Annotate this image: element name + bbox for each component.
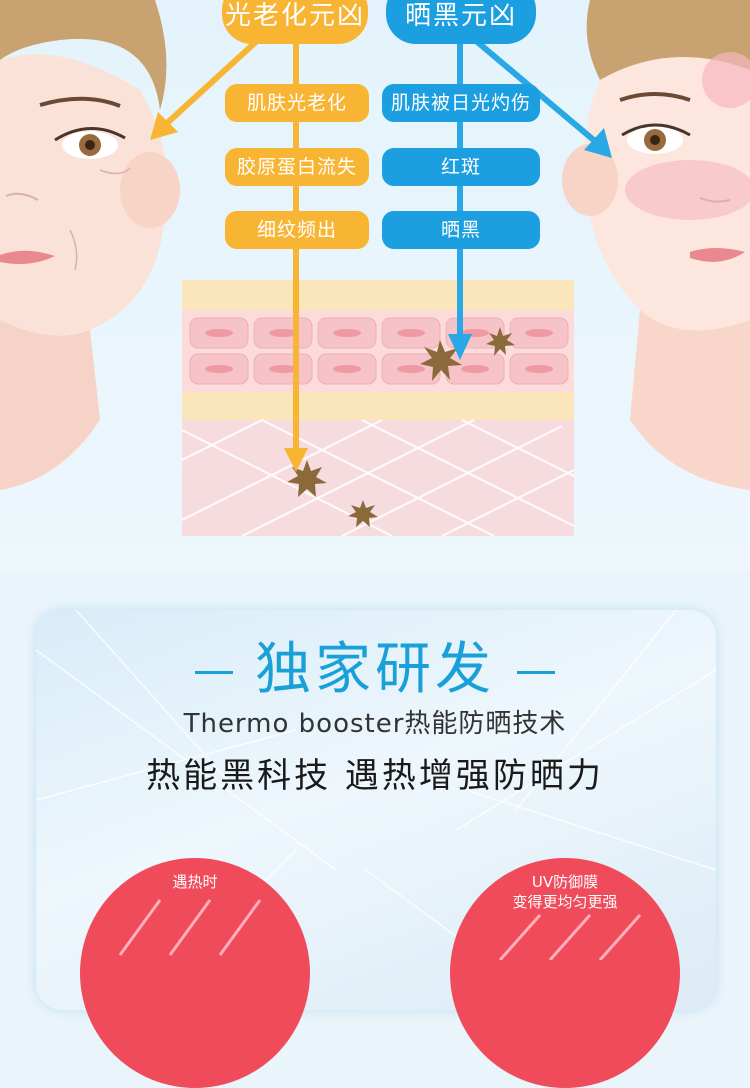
right-item-2: 红斑	[382, 148, 540, 186]
title-dash-left	[195, 671, 233, 675]
left-item-1: 肌肤光老化	[225, 84, 369, 122]
uv-circle-label-1: UV防御膜	[531, 873, 599, 891]
left-item-3: 细纹频出	[225, 211, 369, 249]
aged-face-illustration	[0, 0, 180, 490]
heat-circle-left	[80, 858, 310, 1088]
skin-layer-diagram	[182, 280, 574, 536]
left-column-header: 光老化元凶	[222, 0, 368, 44]
heat-arrows-left	[118, 899, 262, 956]
right-item-3: 晒黑	[382, 211, 540, 249]
right-column-header: 晒黑元凶	[386, 0, 536, 44]
left-item-2: 胶原蛋白流失	[225, 148, 369, 186]
feature-tagline: 热能黑科技 遇热增强防晒力	[146, 756, 604, 796]
right-item-1: 肌肤被日光灼伤	[382, 84, 540, 122]
feature-title: 独家研发	[0, 630, 750, 710]
heat-circle-left-label: 遇热时	[172, 873, 218, 891]
arrow-icon	[150, 37, 612, 472]
feature-title-text: 独家研发	[255, 637, 495, 702]
title-dash-right	[517, 671, 555, 675]
feature-subtitle: Thermo booster热能防晒技术	[183, 709, 567, 739]
uv-circle-label-2: 变得更均匀更强	[512, 893, 618, 911]
sunburned-face-illustration	[562, 0, 750, 490]
uv-arrows-right	[498, 914, 642, 960]
top-infographic: 光老化元凶 晒黑元凶 肌肤光老化 胶原蛋白流失 细纹频出 肌肤被日光灼伤 红斑 …	[0, 0, 750, 570]
